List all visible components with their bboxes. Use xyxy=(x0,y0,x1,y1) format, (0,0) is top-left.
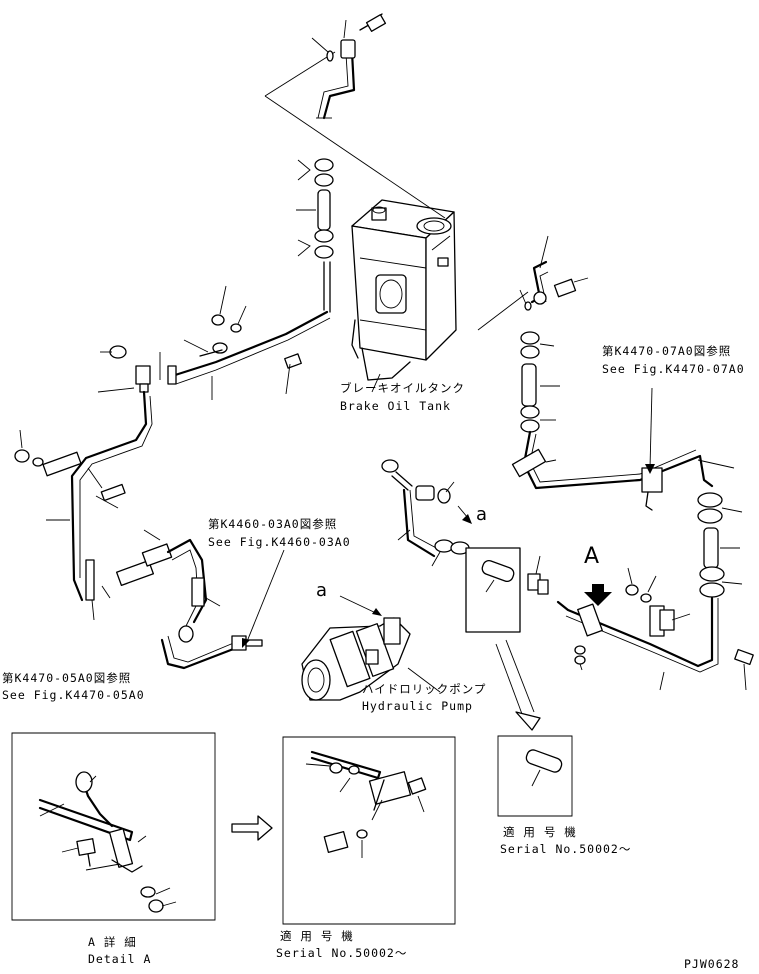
tank-leader-right xyxy=(478,292,528,330)
serial-box-right-contents xyxy=(525,748,564,786)
brake-oil-tank-label-en: Brake Oil Tank xyxy=(340,399,451,413)
hydraulic-pump-label-en: Hydraulic Pump xyxy=(362,699,473,713)
ref-07a0-arrowhead xyxy=(645,464,655,474)
center-hose xyxy=(117,530,262,668)
transition-arrow-icon xyxy=(232,816,272,840)
hydraulic-pump-label-jp: ハイドロリックポンプ xyxy=(362,682,487,696)
ref-03a0-arrowhead xyxy=(242,638,250,648)
view-A-arrow-icon xyxy=(584,584,612,606)
serial-box-left-frame xyxy=(283,737,455,924)
ref-03a0-leader xyxy=(246,550,284,644)
brake-oil-tank xyxy=(352,200,456,380)
detail-A-contents xyxy=(40,772,176,912)
ref-03a0-label-en: See Fig.K4460-03A0 xyxy=(208,535,351,549)
detail-A-frame xyxy=(12,733,215,920)
drawing-code: PJW0628 xyxy=(684,957,740,971)
tank-label-leader xyxy=(372,374,380,392)
ref-03a0-label-jp: 第K4460-03A0図参照 xyxy=(208,517,338,531)
ref-05a0-label-jp: 第K4470-05A0図参照 xyxy=(2,671,132,685)
pump-suction-hose xyxy=(382,460,540,730)
serial-right-number: Serial No.50002～ xyxy=(500,842,632,856)
tank-leader-upper xyxy=(265,96,445,218)
serial-box-right-frame xyxy=(498,736,572,816)
ref-07a0-label-jp: 第K4470-07A0図参照 xyxy=(602,344,732,358)
view-a-letter-lower: a xyxy=(316,580,328,601)
brake-oil-tank-label-jp: ブレーキオイルタンク xyxy=(340,381,465,395)
view-a-letter-upper: a xyxy=(476,504,488,525)
detail-A-title-en: Detail A xyxy=(88,952,152,966)
view-A-marker: A xyxy=(584,544,600,569)
serial-right-applies-label: 適 用 号 機 xyxy=(503,825,577,839)
detail-A-title-jp: A 詳 細 xyxy=(88,935,137,949)
right-tube-assembly xyxy=(513,236,754,690)
ref-07a0-leader xyxy=(650,388,652,468)
left-switch-line xyxy=(15,346,160,620)
top-return-line xyxy=(168,14,385,400)
serial-left-number: Serial No.50002～ xyxy=(276,946,408,960)
serial-left-applies-label: 適 用 号 機 xyxy=(280,929,354,943)
hydraulic-pump xyxy=(302,596,440,700)
serial-box-left-contents xyxy=(306,752,426,858)
ref-05a0-label-en: See Fig.K4470-05A0 xyxy=(2,688,145,702)
ref-07a0-label-en: See Fig.K4470-07A0 xyxy=(602,362,745,376)
